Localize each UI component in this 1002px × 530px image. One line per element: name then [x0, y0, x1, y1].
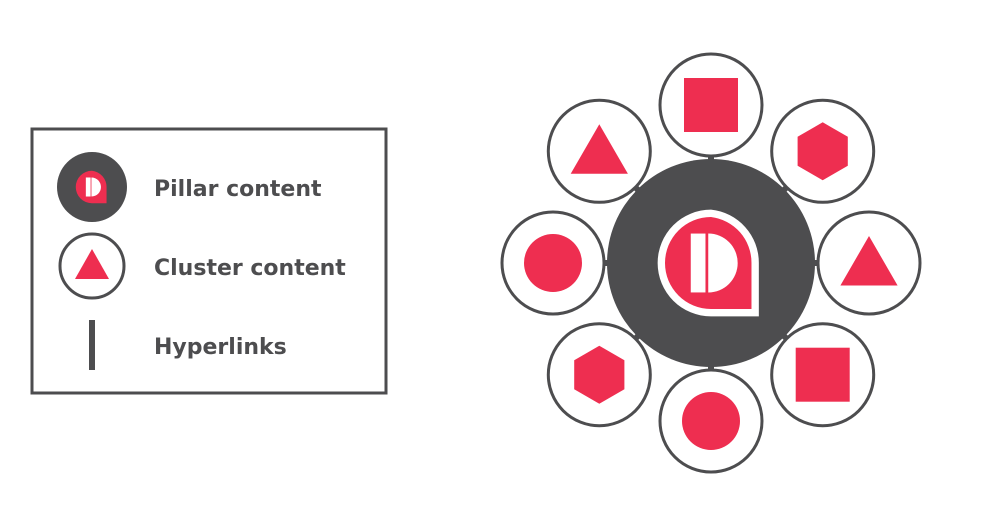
cluster-node-top-left — [546, 98, 652, 204]
cluster-node-bottom-left — [546, 322, 652, 428]
square-icon — [684, 78, 738, 132]
cluster-node-top-right — [770, 98, 876, 204]
legend-frame — [30, 127, 388, 395]
legend-label-pillar: Pillar content — [154, 177, 322, 202]
hexagon-icon — [797, 122, 848, 181]
triangle-icon — [570, 124, 628, 174]
pillar-icon — [657, 209, 759, 317]
circle-icon — [524, 234, 582, 292]
cluster-node-bottom-right — [770, 322, 876, 428]
cluster-node-bottom — [658, 368, 764, 474]
legend-label-hyperlinks: Hyperlinks — [154, 335, 287, 360]
legend-pillar-icon — [57, 152, 127, 222]
legend-hyperlink-icon — [89, 320, 95, 370]
cluster-nodes — [500, 52, 922, 474]
triangle-icon — [840, 236, 898, 286]
hexagon-icon — [574, 345, 625, 404]
circle-icon — [682, 392, 740, 450]
legend-cluster-icon — [58, 232, 126, 300]
hub-diagram — [500, 52, 922, 474]
legend-label-cluster: Cluster content — [154, 256, 346, 281]
legend: Pillar content Cluster content Hyperlink… — [30, 127, 388, 395]
cluster-node-left — [500, 210, 606, 316]
cluster-node-right — [816, 210, 922, 316]
pillar-node — [607, 159, 815, 367]
square-icon — [795, 347, 850, 402]
cluster-node-top — [658, 52, 764, 158]
